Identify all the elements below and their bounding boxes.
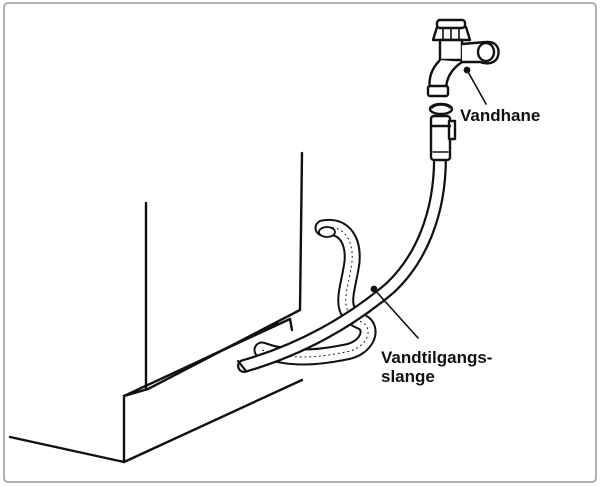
hose-leader-line [373,288,419,339]
faucet [426,18,500,98]
faucet-label: Vandhane [460,106,541,125]
hose-coupling [428,102,457,162]
inlet-hose-label-line1: Vandtilgangs- [381,348,493,367]
inlet-hose [236,151,447,373]
inlet-hose-label: Vandtilgangs- slange [381,348,492,386]
dishwasher [8,151,304,464]
inlet-hose-label-line2: slange [381,367,435,386]
drain-hose [253,218,377,366]
faucet-leader-line [466,69,487,105]
outer-border [3,2,597,483]
